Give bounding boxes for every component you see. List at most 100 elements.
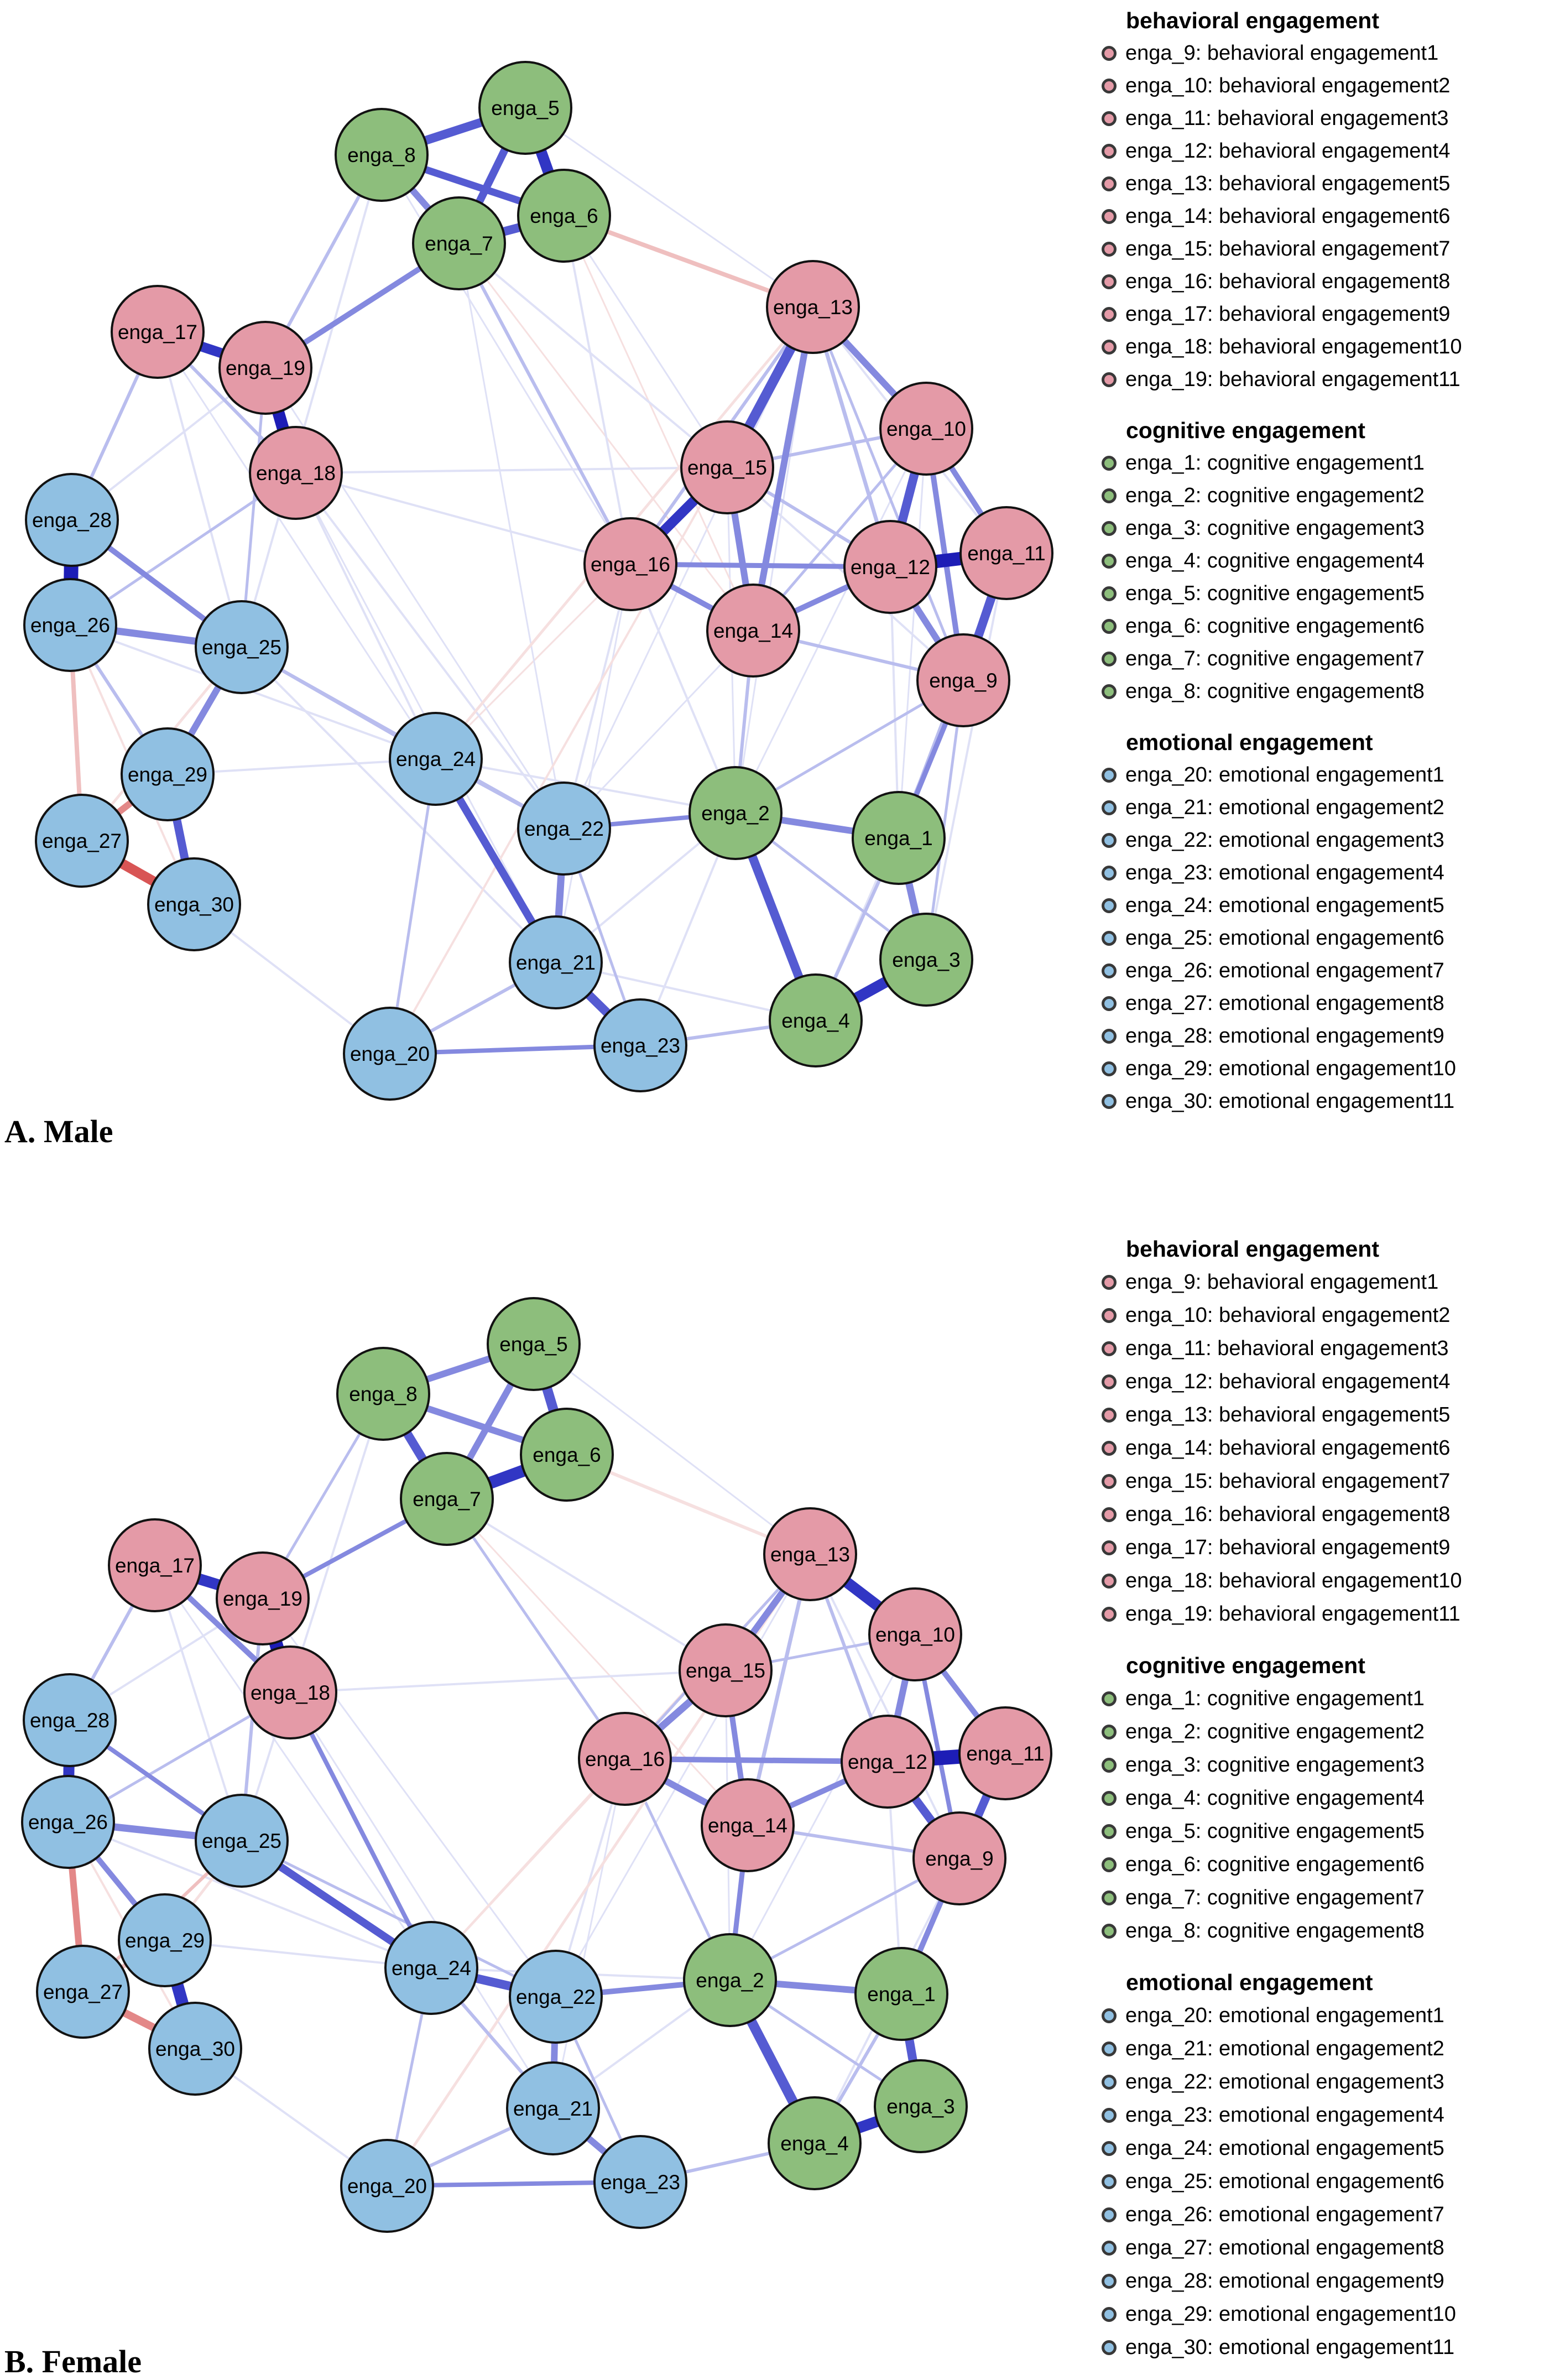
legend-bullet-icon: [1102, 1691, 1117, 1706]
legend-item-label: enga_21: emotional engagement2: [1125, 2037, 1444, 2060]
legend-item-label: enga_27: emotional engagement8: [1125, 992, 1444, 1015]
legend-bullet-icon: [1102, 800, 1117, 815]
node-label-enga_14: enga_14: [713, 619, 793, 642]
legend-item-label: enga_25: emotional engagement6: [1125, 926, 1444, 950]
node-label-enga_26: enga_26: [30, 614, 110, 637]
node-enga_6: [520, 1408, 614, 1502]
legend-bullet-icon: [1102, 79, 1117, 93]
node-enga_23: [593, 2135, 687, 2229]
legend-item-label: enga_5: cognitive engagement5: [1125, 1820, 1425, 1843]
legend-item-enga_20: enga_20: emotional engagement1: [1102, 759, 1538, 791]
legend-bullet-icon: [1102, 1275, 1117, 1290]
legend-item-label: enga_26: emotional engagement7: [1125, 959, 1444, 982]
node-enga_7: [412, 196, 506, 290]
edge-enga_26-enga_24: [67, 1821, 432, 1969]
legend-item-enga_4: enga_4: cognitive engagement4: [1102, 545, 1538, 577]
legend-item-label: enga_2: cognitive engagement2: [1125, 484, 1425, 507]
legend-item-label: enga_16: behavioral engagement8: [1125, 270, 1451, 293]
node-label-enga_21: enga_21: [516, 951, 596, 974]
legend-item-label: enga_14: behavioral engagement6: [1125, 205, 1451, 228]
legend-item-label: enga_27: emotional engagement8: [1125, 2236, 1444, 2259]
legend-item-enga_8: enga_8: cognitive engagement8: [1102, 675, 1538, 708]
node-enga_17: [111, 285, 205, 379]
node-label-enga_4: enga_4: [781, 1009, 849, 1032]
node-label-enga_10: enga_10: [886, 418, 966, 440]
node-label-enga_12: enga_12: [851, 556, 930, 579]
node-enga_22: [517, 782, 611, 876]
edge-enga_10-enga_2: [734, 428, 927, 814]
legend-bullet-icon: [1102, 46, 1117, 61]
edge-enga_13-enga_9: [809, 1554, 961, 1859]
edge-enga_25-enga_22: [241, 1839, 557, 1998]
node-enga_3: [874, 2059, 968, 2153]
edge-enga_13-enga_9: [811, 306, 965, 681]
legend-item-enga_1: enga_1: cognitive engagement1: [1102, 1682, 1538, 1715]
legend-bullet-icon: [1102, 2241, 1117, 2256]
node-label-enga_27: enga_27: [43, 1981, 123, 2003]
legend-bullet-icon: [1102, 372, 1117, 387]
edge-enga_24-enga_2: [435, 758, 736, 814]
node-enga_17: [108, 1518, 202, 1612]
node-enga_30: [147, 857, 241, 951]
legend-item-label: enga_4: cognitive engagement4: [1125, 1787, 1425, 1810]
legend-bullet-icon: [1102, 1574, 1117, 1589]
legend-bullet-icon: [1102, 898, 1117, 913]
legend-bullet-icon: [1102, 1924, 1117, 1939]
node-enga_13: [766, 260, 860, 354]
legend-bullet-icon: [1102, 144, 1117, 159]
node-enga_19: [218, 321, 312, 415]
legend-item-label: enga_7: cognitive engagement7: [1125, 647, 1425, 670]
legend-bullet-icon: [1102, 176, 1117, 191]
node-label-enga_1: enga_1: [867, 1983, 935, 2006]
node-label-enga_20: enga_20: [350, 1043, 430, 1065]
edge-enga_7-enga_16: [457, 242, 632, 565]
node-enga_21: [506, 2061, 600, 2155]
legend-bullet-icon: [1102, 111, 1117, 126]
node-enga_5: [478, 61, 572, 155]
legend-item-label: enga_24: emotional engagement5: [1125, 2137, 1444, 2160]
legend-item-label: enga_4: cognitive engagement4: [1125, 549, 1425, 572]
legend-bullet-icon: [1102, 2008, 1117, 2023]
node-label-enga_17: enga_17: [115, 1554, 195, 1577]
legend-item-enga_14: enga_14: behavioral engagement6: [1102, 200, 1538, 233]
node-enga_16: [578, 1712, 672, 1806]
node-enga_2: [688, 766, 783, 860]
legend-item-enga_26: enga_26: emotional engagement7: [1102, 2198, 1538, 2231]
legend-item-label: enga_24: emotional engagement5: [1125, 894, 1444, 917]
edge-enga_16-enga_21: [555, 564, 632, 963]
legend-item-label: enga_22: emotional engagement3: [1125, 2070, 1444, 2093]
node-enga_9: [916, 633, 1010, 727]
legend-item-enga_5: enga_5: cognitive engagement5: [1102, 577, 1538, 610]
legend-bullet-icon: [1102, 866, 1117, 881]
legend-item-enga_4: enga_4: cognitive engagement4: [1102, 1782, 1538, 1815]
node-enga_4: [768, 2096, 862, 2190]
legend-item-label: enga_28: emotional engagement9: [1125, 1024, 1444, 1048]
edge-enga_16-enga_21: [552, 1758, 626, 2109]
edge-enga_8-enga_25: [241, 1393, 384, 1841]
legend-item-enga_29: enga_29: emotional engagement10: [1102, 2298, 1538, 2331]
edge-enga_24-enga_20: [388, 758, 437, 1054]
node-label-enga_24: enga_24: [396, 748, 476, 770]
node-label-enga_14: enga_14: [708, 1814, 787, 1837]
legend-item-label: enga_30: emotional engagement11: [1125, 1090, 1455, 1113]
legend-header-cognitive: cognitive engagement: [1126, 1653, 1365, 1678]
edge-enga_17-enga_25: [157, 331, 243, 648]
legend-bullet-icon: [1102, 1857, 1117, 1872]
legend-item-enga_3: enga_3: cognitive engagement3: [1102, 1748, 1538, 1782]
legend-item-enga_30: enga_30: emotional engagement11: [1102, 2331, 1538, 2364]
edge-enga_18-enga_15: [295, 466, 728, 474]
legend-item-label: enga_20: emotional engagement1: [1125, 763, 1444, 787]
node-label-enga_30: enga_30: [155, 2038, 235, 2060]
node-label-enga_21: enga_21: [513, 2097, 593, 2120]
legend-item-label: enga_2: cognitive engagement2: [1125, 1720, 1425, 1743]
node-label-enga_18: enga_18: [251, 1681, 330, 1704]
legend-bullet-icon: [1102, 1474, 1117, 1489]
node-label-enga_29: enga_29: [125, 1929, 205, 1952]
node-enga_28: [25, 473, 119, 567]
node-enga_7: [400, 1452, 494, 1546]
node-enga_26: [23, 578, 117, 672]
